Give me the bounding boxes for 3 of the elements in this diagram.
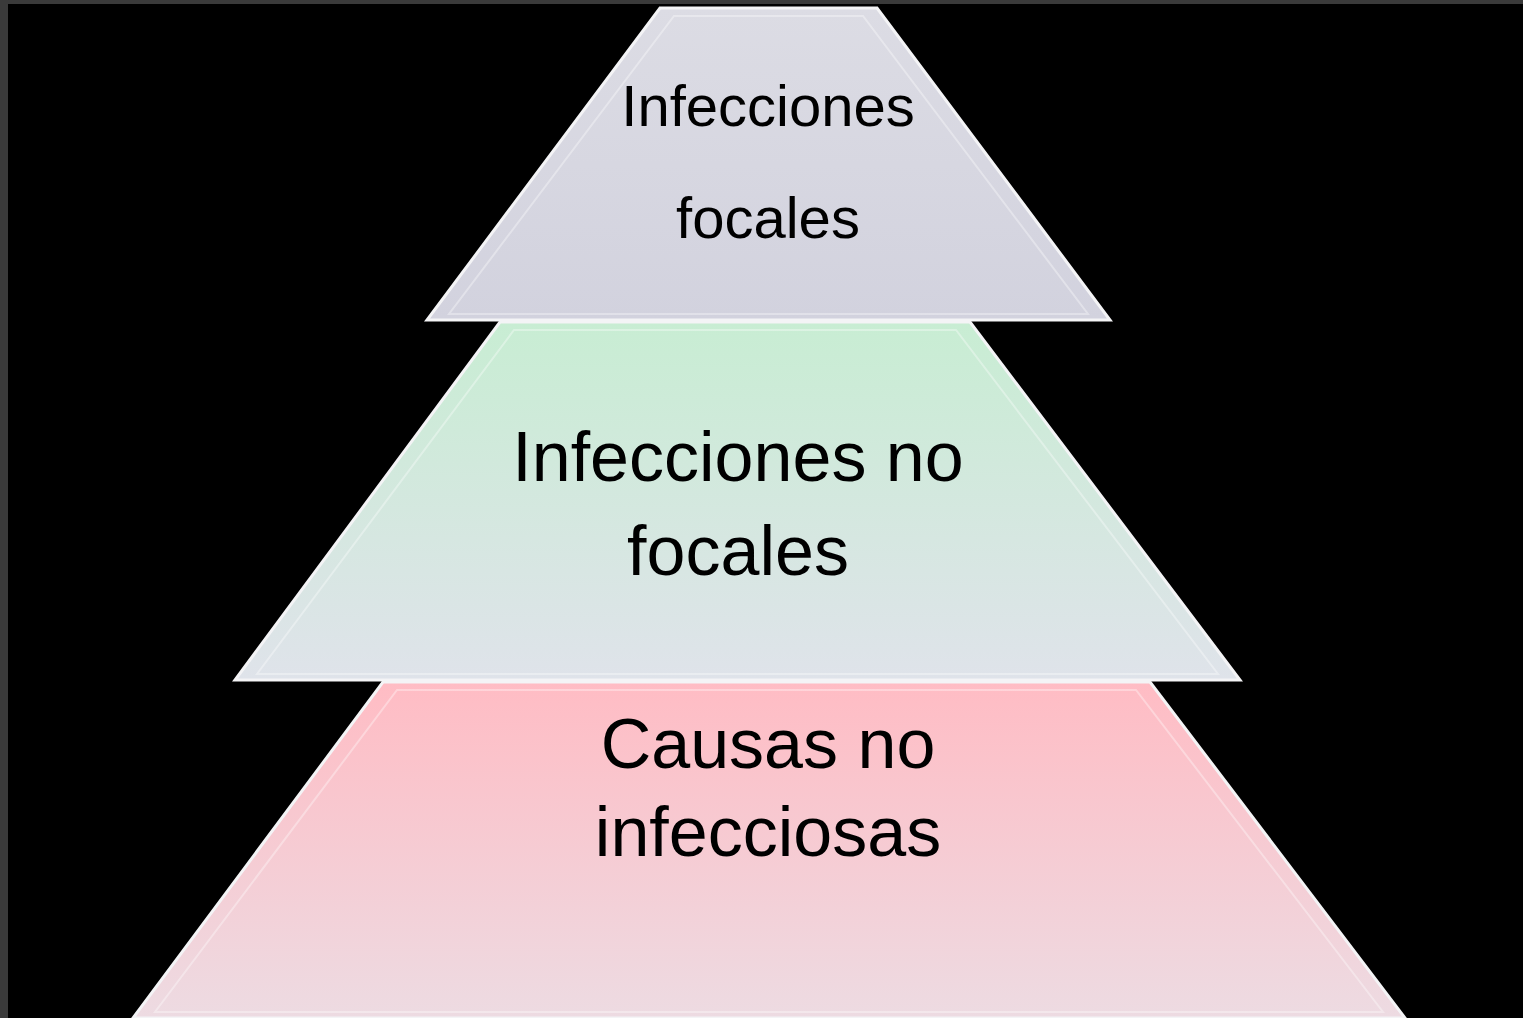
layer-label: Causas no infecciosas <box>593 704 943 873</box>
layer-label: Infecciones no focales <box>511 417 965 592</box>
layer-label: Infecciones focales <box>620 72 916 252</box>
